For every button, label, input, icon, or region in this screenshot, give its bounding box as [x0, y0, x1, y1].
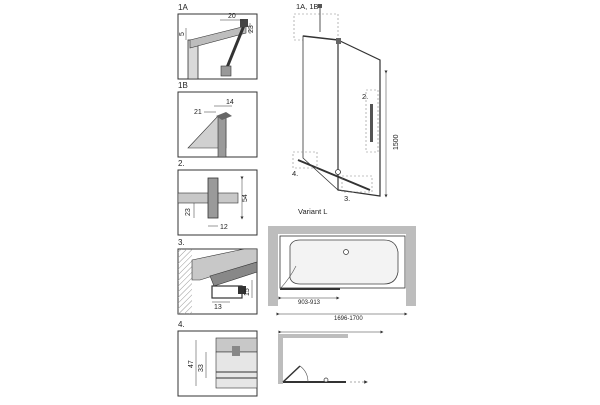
main-callout-1a-box — [293, 13, 339, 41]
detail-3-dim-13: 13 — [214, 304, 222, 311]
detail-4: 4. 47 33 — [177, 320, 258, 397]
detail-3-wall-hatch — [178, 249, 192, 314]
detail-1a-clamp — [240, 19, 248, 27]
detail-3-seal-profile — [209, 261, 258, 287]
detail-2-dim-54: 54 — [242, 194, 249, 202]
main-fixed-panel — [302, 35, 339, 191]
detail-1a-label: 1A — [178, 3, 188, 12]
detail-1a-dim-20: 20 — [228, 13, 236, 20]
detail-1b-cap — [216, 112, 232, 120]
main-door-panel — [337, 39, 381, 197]
detail-1b-profile — [217, 115, 227, 158]
detail-3-dim-15: 15 — [244, 288, 251, 296]
main-callout-4: 4. — [292, 169, 298, 178]
detail-3-label: 3. — [178, 238, 185, 247]
main-bottom-profile — [297, 159, 371, 191]
detail-2: 2. 54 23 12 — [177, 159, 258, 236]
lower-plan-top-wall — [278, 334, 348, 338]
main-elevation: 1A, 1B 2. 1500 4. 3. Variant L — [292, 2, 400, 216]
detail-1b-dim-14: 14 — [226, 99, 234, 106]
main-callout-3-box — [341, 175, 373, 193]
plan-left-wall — [268, 226, 278, 306]
detail-1a-brace — [224, 22, 247, 71]
lower-plan-door-swing — [299, 365, 309, 383]
plan-right-wall — [406, 226, 416, 306]
detail-1a-glass — [189, 25, 247, 49]
detail-2-dim-23: 23 — [185, 208, 192, 216]
detail-4-clip — [232, 346, 240, 356]
detail-3-bottom-seal — [211, 285, 243, 299]
detail-2-dim-12: 12 — [220, 224, 228, 231]
main-callout-4-box — [292, 151, 318, 169]
detail-4-dim-33: 33 — [198, 364, 205, 372]
detail-1b-label: 1B — [178, 81, 188, 90]
detail-1b-dim-21: 21 — [194, 109, 202, 116]
detail-3-seal-tip — [238, 286, 246, 294]
main-dim-height: 1500 — [393, 134, 400, 150]
detail-1a: 1A 20 23 5 — [177, 3, 258, 80]
detail-4-door — [215, 351, 258, 389]
plan-top-wall — [268, 226, 416, 234]
detail-1b: 1B 14 21 — [177, 81, 258, 158]
plan-dim-bath: 1696-1700 — [334, 316, 363, 322]
lower-plan-door — [282, 365, 301, 383]
plan-view: 903-913 1696-1700 — [268, 226, 416, 322]
plan-dim-door: 903-913 — [298, 300, 321, 306]
plan-view-lower — [278, 330, 384, 384]
detail-1a-dim-23: 23 — [248, 25, 255, 33]
plan-door-swing — [279, 265, 297, 290]
plan-drain — [343, 249, 349, 255]
main-top-hinge — [336, 38, 341, 44]
main-handle — [370, 104, 373, 142]
detail-1a-dim-5: 5 — [179, 32, 186, 36]
detail-3: 3. 15 13 — [177, 238, 258, 315]
plan-basin — [289, 239, 399, 285]
main-callout-2-box — [365, 89, 379, 153]
lower-plan-left-wall — [278, 334, 283, 384]
detail-1a-bracket — [220, 65, 232, 77]
main-callout-3: 3. — [344, 194, 350, 203]
detail-2-handle — [207, 177, 219, 219]
main-variant-label: Variant L — [298, 207, 327, 216]
main-callout-1a-1b: 1A, 1B — [296, 2, 319, 11]
detail-2-label: 2. — [178, 159, 185, 168]
main-callout-2: 2. — [362, 92, 368, 101]
detail-4-label: 4. — [178, 320, 185, 329]
detail-4-dim-47: 47 — [188, 360, 195, 368]
